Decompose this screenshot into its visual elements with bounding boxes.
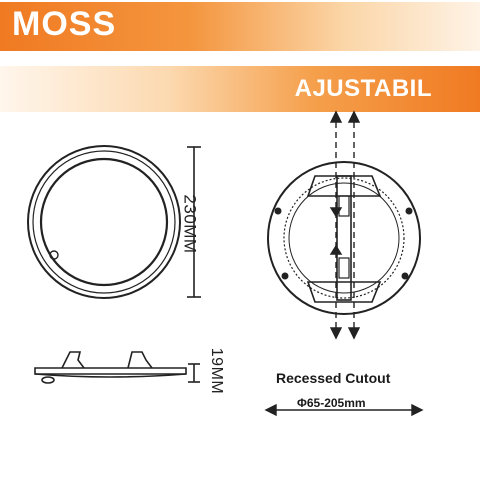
panel-bezel-ring <box>32 150 176 294</box>
brand-banner <box>0 2 480 51</box>
cutout-caption: Recessed Cutout <box>276 370 391 386</box>
feature-banner <box>0 66 480 112</box>
panel-light-area <box>39 157 169 287</box>
back-inner-dashed <box>283 177 405 299</box>
brand-logo-text: MOSS <box>12 5 117 43</box>
height-dimension <box>188 363 200 383</box>
feature-label: AJUSTABIL <box>294 75 432 102</box>
panel-outer-ring <box>27 145 181 299</box>
panel-front-view <box>27 145 181 299</box>
panel-back-view <box>267 161 421 315</box>
diameter-dimension <box>187 146 201 298</box>
back-inner-ring <box>288 182 400 294</box>
panel-sensor-dot <box>49 250 59 260</box>
cutout-range-arrow <box>264 403 424 417</box>
back-outer-ring <box>267 161 421 315</box>
side-spring-left <box>61 351 85 369</box>
cutout-range: Φ65-205mm <box>297 396 366 410</box>
panel-side-view <box>34 351 187 384</box>
adjust-arrows <box>329 110 361 340</box>
side-spring-right <box>127 351 153 369</box>
height-label: 19MM <box>208 347 226 395</box>
diameter-label: 230MM <box>180 194 200 254</box>
side-body <box>34 367 187 375</box>
